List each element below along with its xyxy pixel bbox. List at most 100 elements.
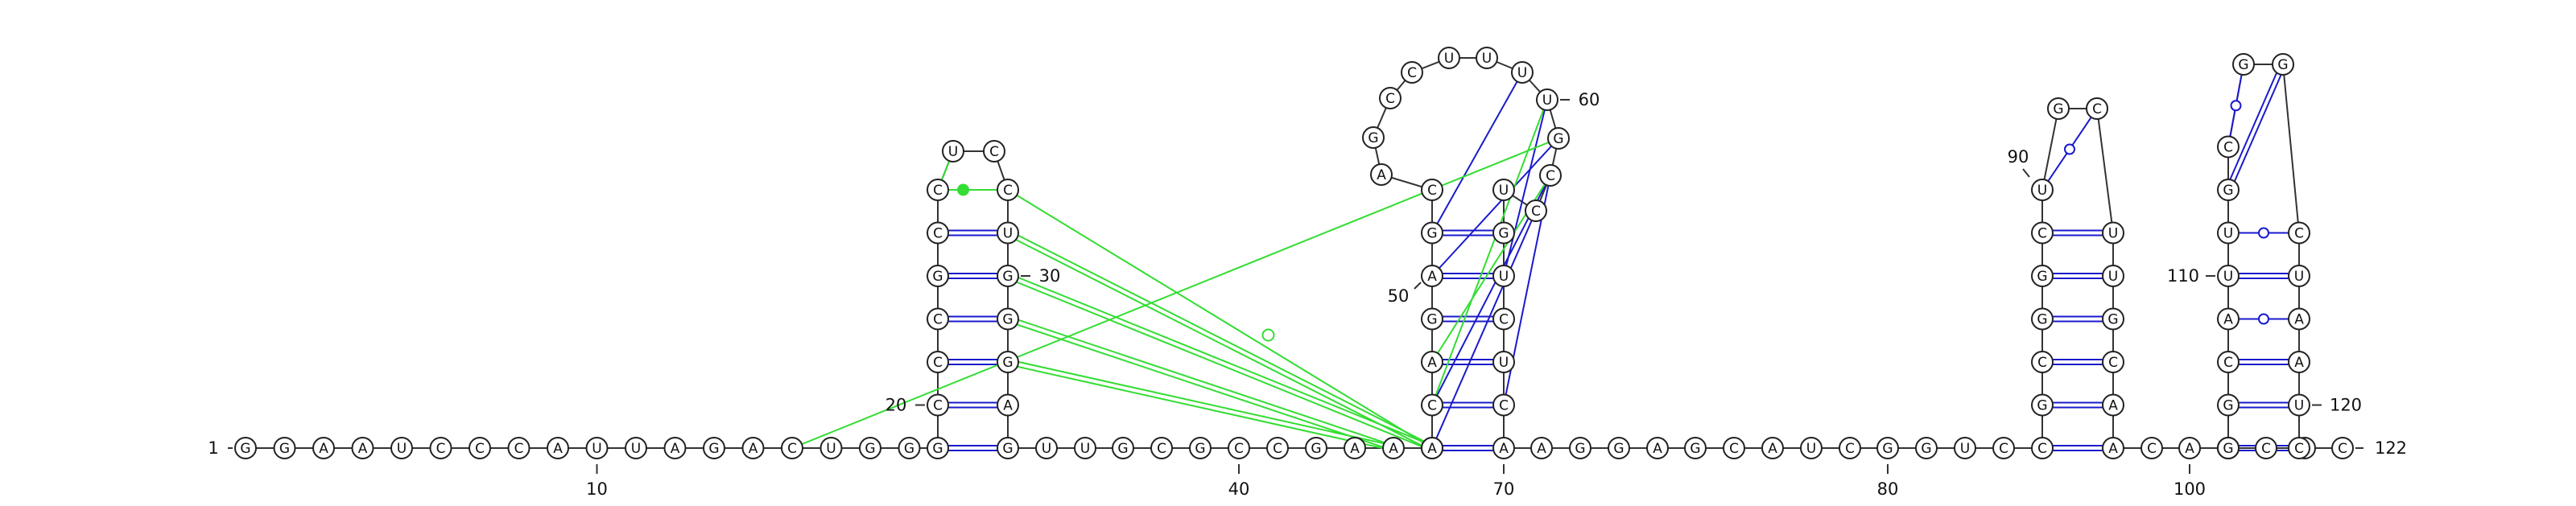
nucleotide-circle [1800, 437, 1823, 459]
nucleotide: G [2031, 393, 2054, 417]
nucleotide: G [1421, 307, 1443, 331]
nucleotide-letter: G [279, 441, 290, 457]
nucleotide-letter: U [1960, 441, 1970, 457]
nucleotide-letter: G [1002, 355, 1013, 371]
nucleotide: C [2331, 437, 2354, 459]
nucleotide-letter: C [2108, 355, 2118, 371]
nucleotide-circle [507, 437, 530, 459]
nucleotide-circle [1684, 437, 1707, 459]
index-label: 100 [2174, 479, 2206, 499]
nucleotide: A [1761, 437, 1784, 459]
nucleotide: C [1723, 437, 1745, 459]
nucleotide: G [997, 265, 1019, 287]
nucleotide-letter: U [397, 441, 407, 457]
nucleotide: G [273, 437, 296, 459]
nucleotide-circle [898, 437, 921, 459]
tertiary-interaction-blue [1431, 210, 1537, 449]
nucleotide-letter: C [1407, 65, 1417, 81]
nucleotide: A [2178, 437, 2201, 459]
nucleotide: U [1800, 437, 1823, 459]
nucleotide-letter: C [2092, 101, 2102, 117]
nucleotide-circle [2288, 221, 2310, 245]
wobble-pair-marker [2230, 100, 2242, 112]
nucleotide: G [1362, 126, 1385, 149]
nucleotide-letter: U [1482, 51, 1492, 67]
nucleotide: G [927, 265, 949, 287]
nucleotide: G [997, 307, 1019, 331]
nucleotide-letter: A [2108, 441, 2118, 457]
nucleotide: C [1492, 307, 1515, 331]
nucleotide: U [625, 437, 647, 459]
nucleotide: G [2031, 307, 2054, 331]
nucleotide: G [1569, 437, 1591, 459]
nucleotide-circle [547, 437, 569, 459]
nucleotide: U [942, 140, 964, 162]
nucleotide-circle [429, 437, 452, 459]
nucleotide-letter: G [2223, 183, 2233, 199]
nucleotide-circle [625, 437, 647, 459]
nucleotide: C [469, 437, 491, 459]
nucleotide-letter: G [2053, 101, 2063, 117]
nucleotide-circle [997, 179, 1019, 201]
nucleotide-circle [2288, 351, 2310, 373]
nucleotide-letter: C [933, 226, 943, 242]
nucleotide-letter: G [1575, 441, 1585, 457]
backbone-segment [2282, 64, 2300, 233]
backbone-segment [2096, 108, 2114, 233]
nucleotide-letter: C [1157, 441, 1166, 457]
tertiary-marker-filled [957, 183, 969, 196]
nucleotide-circle [1362, 126, 1385, 149]
nucleotide-letter: C [2338, 441, 2347, 457]
tertiary-interaction-blue [1431, 138, 1559, 277]
nucleotide: G [1112, 437, 1134, 459]
nucleotide-letter: G [1002, 312, 1013, 328]
nucleotide-circle [234, 437, 257, 459]
nucleotide: U [1074, 437, 1096, 459]
nucleotide: A [741, 437, 765, 459]
nucleotide-letter: U [1517, 65, 1527, 81]
nucleotide: G [1876, 437, 1899, 459]
nucleotide-circle [927, 221, 949, 245]
nucleotide-circle [2031, 179, 2054, 201]
nucleotide: C [2140, 437, 2163, 459]
nucleotide-circle [1421, 265, 1443, 287]
nucleotide-circle [927, 437, 949, 459]
nucleotide: A [2102, 393, 2124, 417]
nucleotide-circle [983, 140, 1005, 162]
nucleotide: G [1492, 221, 1515, 245]
index-label: 90 [2008, 147, 2029, 167]
nucleotide: A [312, 437, 335, 459]
nucleotide: G [859, 437, 881, 459]
nucleotide: C [1379, 87, 1402, 109]
nucleotide-circle [1569, 437, 1591, 459]
nucleotide-circle [2272, 53, 2294, 76]
nucleotide-letter: U [1042, 441, 1051, 457]
nucleotide-circle [2217, 393, 2240, 417]
nucleotide-circle [1189, 437, 1212, 459]
nucleotide: G [1421, 221, 1443, 245]
nucleotide: C [781, 437, 803, 459]
nucleotide-letter: C [1531, 204, 1541, 220]
nucleotide-letter: G [865, 441, 875, 457]
nucleotide-circle [1344, 437, 1366, 459]
nucleotide-circle [2288, 393, 2310, 417]
index-tick [1414, 282, 1422, 290]
nucleotide-letter: C [514, 441, 524, 457]
nucleotide-letter: C [1385, 91, 1395, 107]
nucleotide-circle [703, 437, 725, 459]
nucleotide-letter: U [1499, 355, 1509, 371]
nucleotide-letter: C [933, 355, 943, 371]
index-label: 30 [1039, 266, 1061, 286]
tertiary-interaction-green [1008, 359, 1394, 447]
nucleotide-letter: G [1311, 441, 1321, 457]
nucleotide-letter: U [1003, 226, 1013, 242]
nucleotide-letter: U [1499, 183, 1509, 199]
nucleotide-circle [2102, 351, 2124, 373]
nucleotide-circle [1992, 437, 2015, 459]
nucleotide-letter: U [631, 441, 641, 457]
nucleotide-circle [2217, 179, 2240, 201]
nucleotide-circle [1421, 393, 1443, 417]
nucleotide: A [1530, 437, 1553, 459]
